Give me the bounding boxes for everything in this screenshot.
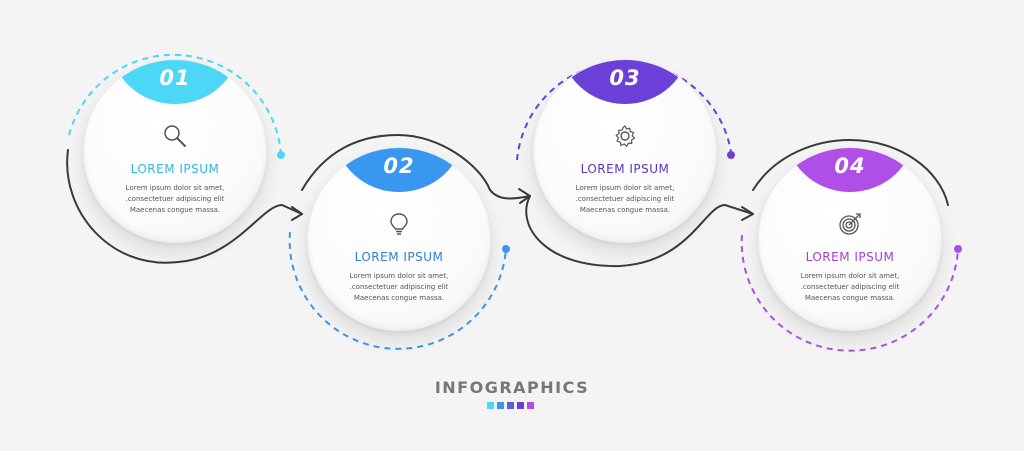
dashed-arc-2 [288, 231, 507, 350]
step-3-number-badge: 03 [561, 60, 689, 104]
arrow-head-2 [518, 188, 531, 204]
arc-end-dot-3 [727, 151, 735, 159]
step-2-description: Lorem ipsum dolor sit amet, .consectetue… [349, 272, 449, 302]
step-card-2: 02 LOREM IPSUM Lorem ipsum dolor sit ame… [307, 147, 491, 331]
arrow-head-1 [291, 206, 303, 221]
arrow-head-3 [741, 206, 754, 221]
infographics-title: INFOGRAPHICS [434, 378, 590, 397]
color-swatch [517, 402, 524, 409]
step-card-3: 03 LOREM IPSUM Lorem ipsum dolor sit ame… [533, 59, 717, 243]
dashed-arc-4 [740, 234, 959, 352]
lightbulb-icon [386, 211, 412, 237]
target-icon [837, 211, 863, 237]
step-4-number: 04 [834, 154, 866, 178]
step-4-description: Lorem ipsum dolor sit amet, .consectetue… [800, 272, 900, 302]
arc-end-dot-4 [954, 245, 962, 253]
step-4-number-badge: 04 [786, 148, 914, 192]
color-swatch [507, 402, 514, 409]
magnifier-icon [162, 123, 188, 149]
step-1-title: LOREM IPSUM [130, 162, 220, 176]
step-3-number: 03 [609, 66, 641, 90]
step-2-number-badge: 02 [335, 148, 463, 192]
connector-line [66, 133, 949, 268]
gear-icon [612, 123, 638, 149]
step-2-title: LOREM IPSUM [354, 250, 444, 264]
step-1-description: Lorem ipsum dolor sit amet, .consectetue… [125, 184, 225, 214]
step-card-4: 04 LOREM IPSUM Lorem ipsum dolor sit ame… [758, 147, 942, 331]
step-3-title: LOREM IPSUM [580, 162, 670, 176]
arc-end-dot-1 [277, 151, 285, 159]
arc-end-dot-2 [502, 245, 510, 253]
step-2-number: 02 [383, 154, 415, 178]
color-swatch [527, 402, 534, 409]
dashed-arc-1 [68, 53, 282, 155]
color-swatch [497, 402, 504, 409]
color-swatch [487, 402, 494, 409]
step-1-number-badge: 01 [111, 60, 239, 104]
step-3-description: Lorem ipsum dolor sit amet, .consectetue… [575, 184, 675, 214]
color-swatch-row [487, 402, 534, 409]
step-4-title: LOREM IPSUM [805, 250, 895, 264]
step-1-number: 01 [159, 66, 191, 90]
step-card-1: 01 LOREM IPSUM Lorem ipsum dolor sit ame… [83, 59, 267, 243]
